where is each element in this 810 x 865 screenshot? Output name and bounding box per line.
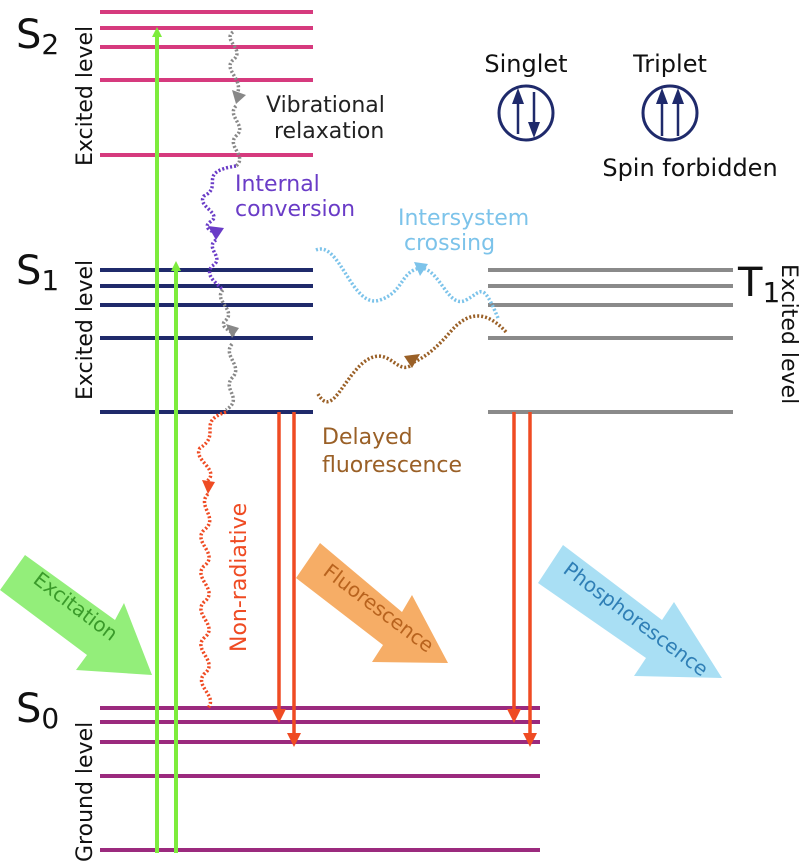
s1-state-label: S1 [16,248,59,297]
non-radiative-wave [196,410,227,484]
spin-up-arrowhead [656,88,668,104]
ground-level-label: Ground level [73,722,98,862]
s0-state-label: S0 [16,686,59,735]
s2-energy-levels [100,10,313,157]
internal-conversion-wave [200,164,237,238]
s1-energy-levels [100,268,313,414]
s1-excited-level-label: Excited level [73,260,98,400]
delayed-fluorescence-label: Delayed fluorescence [322,425,462,478]
non-radiative-wave [199,492,213,710]
s2-state-label: S2 [16,12,59,61]
intersystem-crossing-wave [315,247,421,303]
vibrational-relaxation-arrowhead [226,324,239,338]
phosphorescence-big-arrow [538,545,722,678]
triplet-label: Triplet [632,50,707,78]
t1-state-label: T1 [737,260,780,309]
singlet-label: Singlet [484,50,567,78]
t1-excited-level-label: Excited level [776,264,801,404]
excitation-big-arrow [0,555,152,675]
internal-conversion-arrowhead [208,226,224,240]
spin-up-down-icon [497,84,555,142]
t1-energy-levels [488,268,733,414]
triplet-circle [641,84,699,142]
delayed-fluorescence-wave [316,354,411,404]
vibrational-relaxation-label: Vibrational relaxation [266,93,392,144]
internal-conversion-wave [207,238,225,292]
vibrational-relaxation-wave [231,104,242,168]
spin-forbidden-label: Spin forbidden [602,154,777,182]
spin-down-arrowhead [528,122,540,138]
delayed-fluorescence-arrowhead [404,354,420,368]
non-radiative-label: Non-radiative [227,503,252,652]
spin-up-arrowhead [672,88,684,104]
spin-up-arrowhead [512,88,524,104]
s0-energy-levels [100,706,540,852]
fluorescence-big-arrow [296,543,448,663]
singlet-circle [497,84,555,142]
vibrational-relaxation-arrowhead [232,90,246,104]
s2-excited-level-label: Excited level [73,26,98,166]
non-radiative-arrowhead [202,480,215,494]
intersystem-crossing-label: Intersystem crossing [398,206,536,256]
vibrational-relaxation-wave [228,30,241,97]
internal-conversion-label: Internal conversion [235,172,355,222]
spin-up-up-icon [641,84,699,142]
intersystem-crossing-wave [419,266,500,319]
phosphorescence-label: Phosphorescence [559,557,713,681]
vibrational-relaxation-wave [224,342,238,412]
